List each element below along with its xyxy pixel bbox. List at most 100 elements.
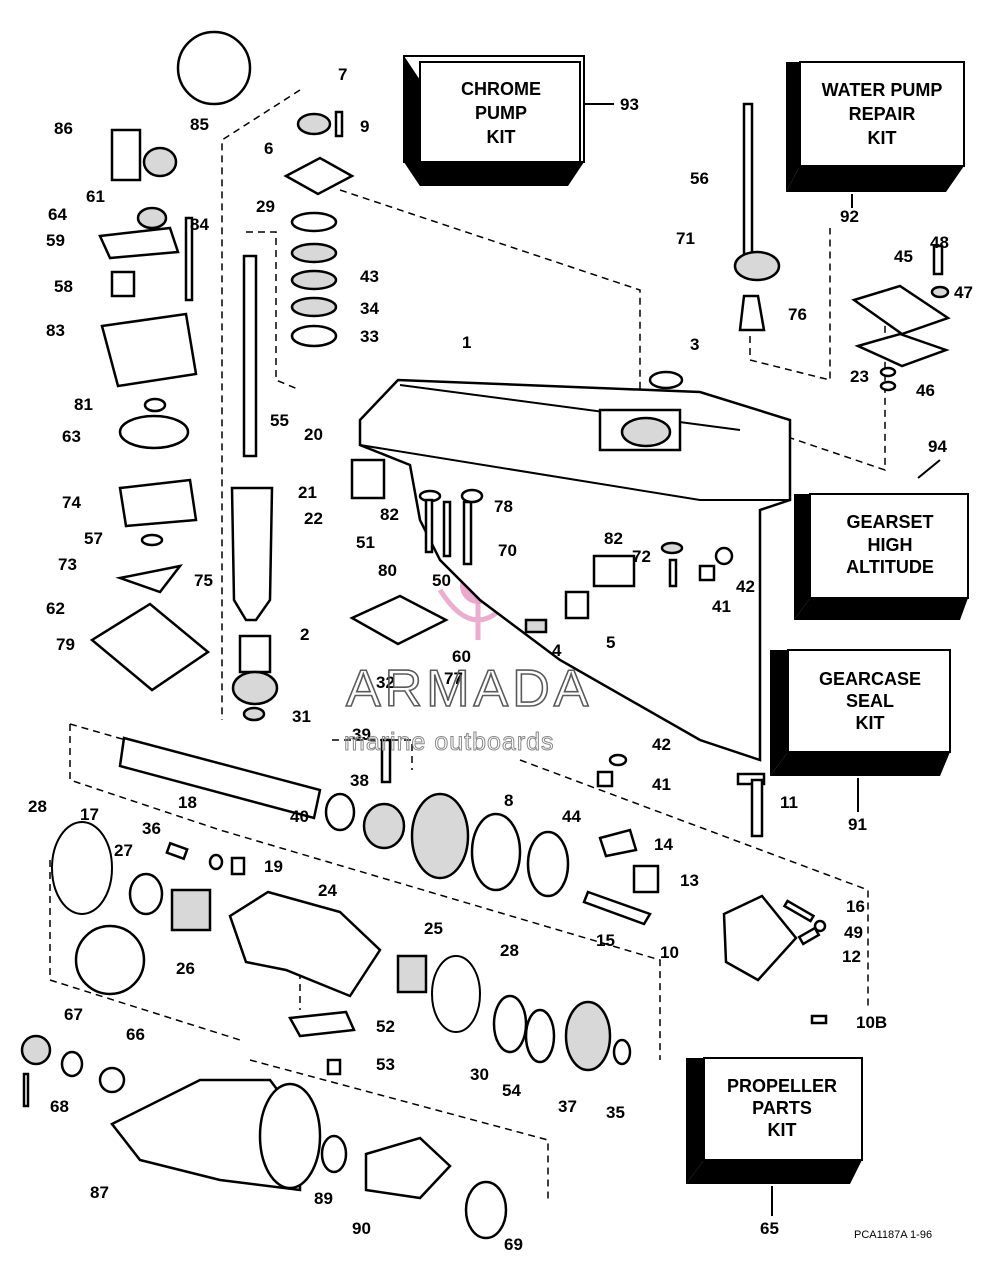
callout-78: 78 — [494, 497, 513, 516]
part-48 — [932, 244, 944, 276]
callout-69: 69 — [504, 1235, 523, 1254]
callout-89: 89 — [314, 1189, 333, 1208]
callout-2: 2 — [300, 625, 309, 644]
callout-66: 66 — [126, 1025, 145, 1044]
callout-34: 34 — [360, 299, 379, 318]
callout-55: 55 — [270, 411, 289, 430]
kit-93-line-1: CHROME — [461, 79, 541, 99]
part-19 — [230, 856, 246, 876]
callout-57: 57 — [84, 529, 103, 548]
part-58 — [110, 270, 136, 298]
callout-35: 35 — [606, 1103, 625, 1122]
part-40 — [324, 792, 356, 832]
part-50 — [442, 500, 452, 558]
part-80 — [424, 498, 434, 554]
callout-52: 52 — [376, 1017, 395, 1036]
callout-6: 6 — [264, 139, 273, 158]
kit-65-line-1: PROPELLER — [727, 1076, 837, 1096]
kit-93-line-2: PUMP — [475, 103, 527, 123]
callout-33: 33 — [360, 327, 379, 346]
callout-40: 40 — [290, 807, 309, 826]
part-57 — [140, 533, 164, 547]
part-32 — [231, 670, 279, 706]
part-2 — [238, 634, 272, 674]
part-22 — [230, 486, 274, 622]
part-72 — [668, 558, 678, 588]
kit-box-water-pump-repair: WATER PUMP REPAIR KIT — [786, 61, 965, 192]
part-76 — [738, 294, 766, 332]
part-42a — [714, 546, 734, 566]
callout-25: 25 — [424, 919, 443, 938]
callout-70: 70 — [498, 541, 517, 560]
part-56 — [742, 102, 754, 256]
part-61 — [136, 206, 168, 230]
part-46b — [879, 380, 897, 392]
callout-17: 17 — [80, 805, 99, 824]
part-37 — [564, 1000, 612, 1072]
part-41b — [596, 770, 614, 788]
part-90 — [364, 1136, 452, 1200]
callout-41b: 41 — [652, 775, 671, 794]
part-54 — [524, 1008, 556, 1064]
part-84 — [184, 216, 194, 302]
callout-53: 53 — [376, 1055, 395, 1074]
callout-13: 13 — [680, 871, 699, 890]
callout-21: 21 — [298, 483, 317, 502]
callout-64: 64 — [48, 205, 67, 224]
callout-5: 5 — [606, 633, 615, 652]
part-67a — [20, 1034, 52, 1066]
part-67b — [60, 1050, 84, 1078]
part-62 — [89, 602, 211, 692]
part-36 — [208, 853, 224, 871]
kit-93-line-3: KIT — [487, 127, 516, 147]
part-52 — [287, 1010, 356, 1038]
callout-24: 24 — [318, 881, 337, 900]
kit-leader-lines — [584, 103, 941, 1216]
callout-92: 92 — [840, 207, 859, 226]
part-8 — [470, 812, 522, 892]
part-49 — [813, 919, 827, 933]
callout-87: 87 — [90, 1183, 109, 1202]
kit-92-line-2: REPAIR — [849, 104, 916, 124]
part-12 — [797, 926, 821, 946]
gearcase-housing — [358, 378, 792, 762]
part-3 — [648, 370, 684, 390]
callout-54: 54 — [502, 1081, 521, 1100]
part-28a — [51, 821, 113, 915]
callout-90: 90 — [352, 1219, 371, 1238]
part-39 — [380, 738, 392, 784]
part-29 — [290, 211, 338, 233]
callout-44: 44 — [562, 807, 581, 826]
part-13 — [632, 864, 660, 894]
part-4 — [524, 618, 548, 634]
part-7 — [296, 112, 332, 136]
kit-91-line-2: SEAL — [846, 691, 894, 711]
callout-39: 39 — [352, 725, 371, 744]
part-25 — [396, 954, 428, 994]
part-53 — [326, 1058, 342, 1076]
callout-4: 4 — [552, 641, 562, 660]
part-43a — [290, 242, 338, 264]
kit-box-gearset-high-altitude: GEARSET HIGH ALTITUDE — [794, 493, 969, 620]
part-35 — [612, 1038, 632, 1066]
part-83 — [100, 312, 198, 388]
callout-38: 38 — [350, 771, 369, 790]
callout-79: 79 — [56, 635, 75, 654]
part-32-gear — [410, 792, 470, 880]
kit-box-propeller-parts: PROPELLER PARTS KIT — [686, 1057, 863, 1184]
part-9 — [334, 110, 344, 138]
callout-76: 76 — [788, 305, 807, 324]
kit-91-line-1: GEARCASE — [819, 669, 921, 689]
callout-20: 20 — [304, 425, 323, 444]
part-59 — [98, 226, 180, 260]
diagram-code: PCA1187A 1-96 — [854, 1229, 932, 1241]
part-38 — [362, 802, 406, 850]
part-43b — [290, 269, 338, 291]
callout-60: 60 — [452, 647, 471, 666]
callout-47: 47 — [954, 283, 973, 302]
callout-11: 11 — [780, 793, 798, 812]
callout-23: 23 — [850, 367, 869, 386]
part-17 — [165, 841, 189, 861]
